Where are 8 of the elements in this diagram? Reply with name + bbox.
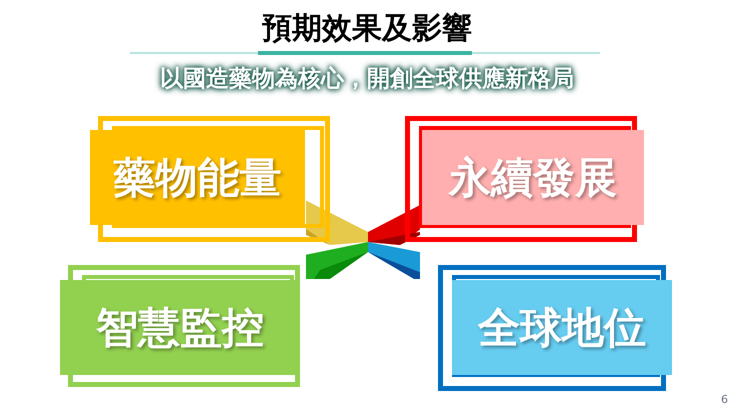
card-title: 全球地位 <box>478 302 646 354</box>
subtitle: 以國造藥物為核心，開創全球供應新格局 <box>0 62 734 96</box>
card-title: 藥物能量 <box>114 152 282 204</box>
card-title: 永續發展 <box>449 152 617 204</box>
page-number: 6 <box>721 392 728 408</box>
skewed-card <box>90 130 305 225</box>
title: 預期效果及影響 <box>261 10 473 48</box>
card-title: 智慧監控 <box>96 302 264 354</box>
